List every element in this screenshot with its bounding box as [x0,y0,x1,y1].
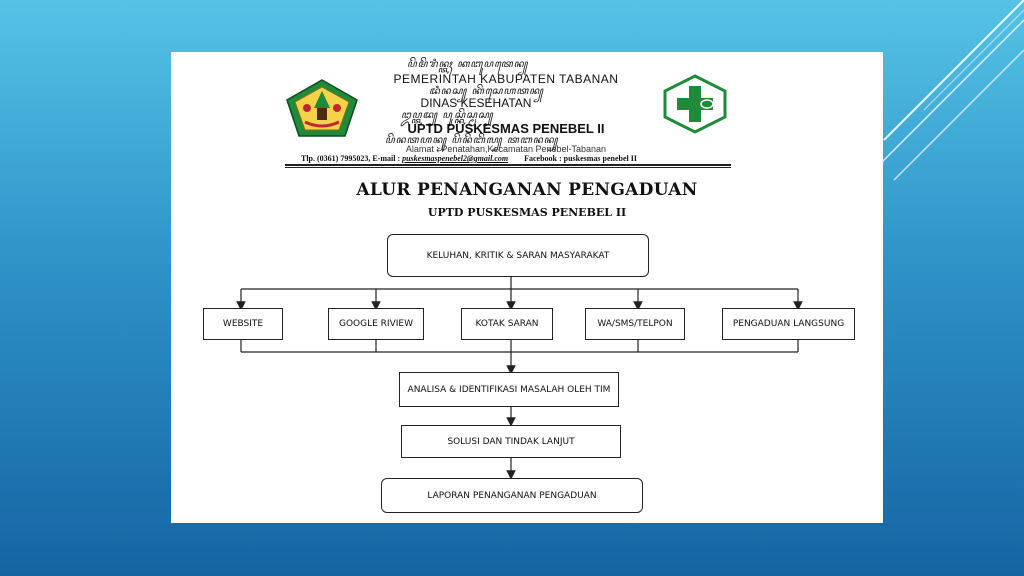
contact-line: Tlp. (0361) 7995023, E-mail : puskesmasp… [301,154,637,163]
facebook-text: Facebook : puskesmas penebel II [524,154,637,163]
channel-website-box: WEBSITE [203,308,283,340]
analysis-box: ANALISA & IDENTIFIKASI MASALAH OLEH TIM [399,372,619,407]
balinese-script-line: ꦥꦼꦩꦼꦫꦶꦤ꧀ꦠꦃ ꦏꦧꦸꦥꦠꦺꦤ꧀ [407,59,529,70]
department-name: DINAS KESEHATAN [420,96,532,110]
flowchart-connectors [236,277,803,480]
complaint-flowchart: KELUHAN, KRITIK & SARAN MASYARAKAT WEBSI… [171,52,883,523]
channel-direct-box: PENGADUAN LANGSUNG [722,308,855,340]
balinese-script-line: ꦢꦶꦤꦱ꧀ ꦏꦼꦱꦺꦲꦠꦤ꧀ [429,86,544,97]
letterhead: ꦥꦼꦩꦼꦫꦶꦤ꧀ꦠꦃ ꦏꦧꦸꦥꦠꦺꦤ꧀ PEMERINTAH KABUPATEN… [171,52,883,172]
report-box: LAPORAN PENANGANAN PENGADUAN [381,478,643,513]
health-cross-icon [663,74,727,134]
solution-box: SOLUSI DAN TINDAK LANJUT [401,425,621,458]
channel-google-review-box: GOOGLE RIVIEW [328,308,424,340]
page-subtitle: UPTD PUSKESMAS PENEBEL II [427,206,627,219]
letterhead-divider [285,167,731,168]
complaint-source-box: KELUHAN, KRITIK & SARAN MASYARAKAT [387,234,649,277]
page-title: ALUR PENANGANAN PENGADUAN [356,180,698,200]
phone-text: Tlp. (0361) 7995023, E-mail : [301,154,403,163]
letterhead-divider [285,164,731,166]
channel-phone-box: WA/SMS/TELPON [585,308,685,340]
address-line: Alamat : Penatahan,Kecamatan Penebel-Tab… [405,144,607,154]
unit-name: UPTD PUSKESMAS PENEBEL II [407,121,605,136]
balinese-script-line: ꦈꦥ꧀ꦠꦢ꧀ ꦥꦸꦱ꧀ꦏꦼꦱ꧀ꦩꦱ꧀ [401,110,494,121]
tabanan-regency-emblem-icon [286,79,358,137]
government-name: PEMERINTAH KABUPATEN TABANAN [393,72,619,86]
slide-content: ꦥꦼꦩꦼꦫꦶꦤ꧀ꦠꦃ ꦏꦧꦸꦥꦠꦺꦤ꧀ PEMERINTAH KABUPATEN… [171,52,883,523]
email-link[interactable]: puskesmaspenebel2@gmail.com [402,154,509,163]
balinese-script-line: ꦥꦼꦤꦠꦲꦤ꧀ ꦥꦼꦤꦼꦧꦼꦭ꧀ ꦠꦧꦤꦤ꧀ [385,135,559,146]
channel-suggestion-box: KOTAK SARAN [461,308,553,340]
corner-decoration [873,0,1024,181]
